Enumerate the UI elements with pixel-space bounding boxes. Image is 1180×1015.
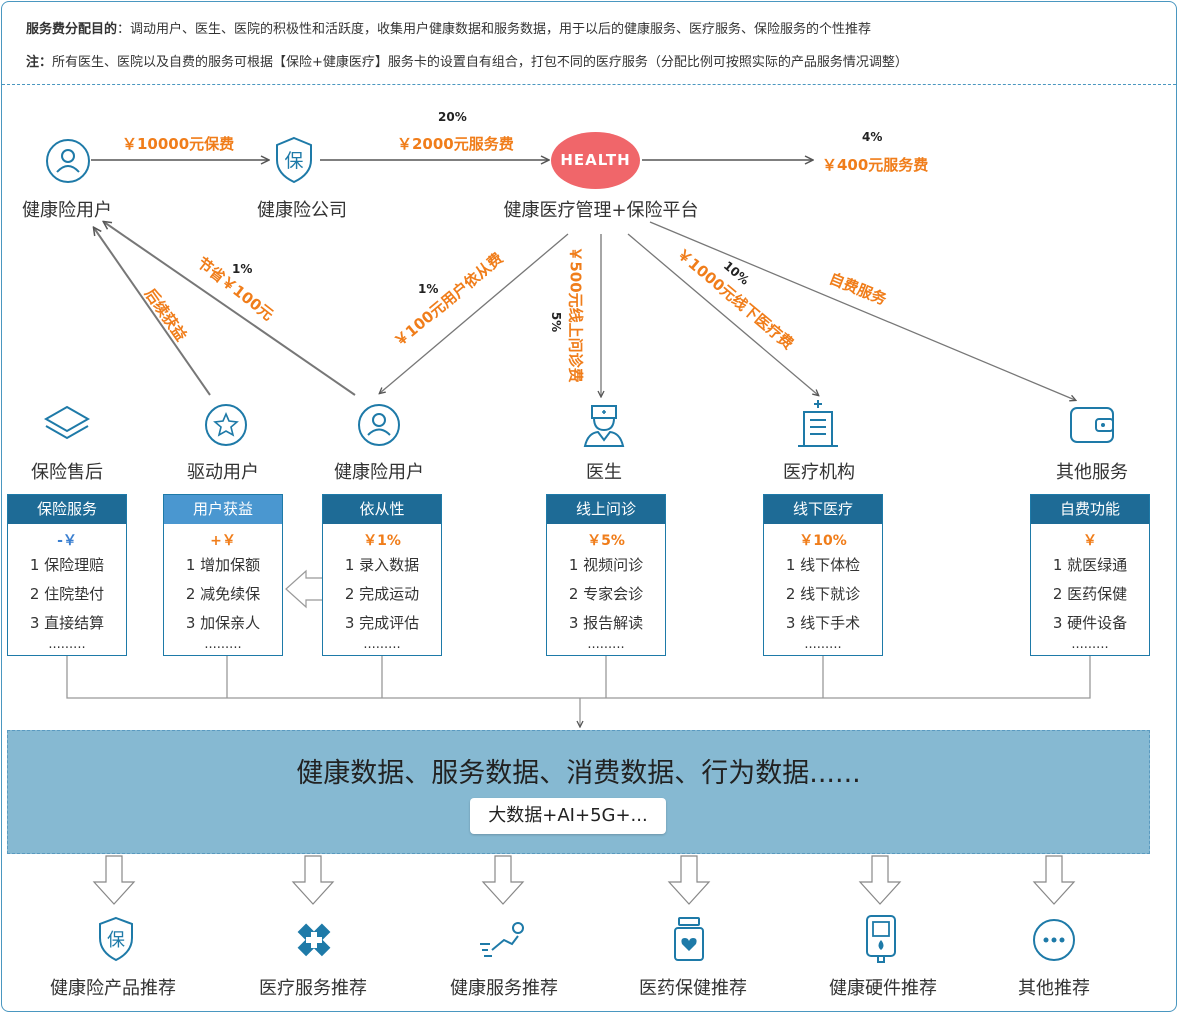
node-label-driven-user: 驱动用户 [187,462,259,483]
runner-icon [480,922,524,957]
rec-medical-service: 医疗服务推荐 [259,978,367,999]
fee-400-pct: 4% [862,130,883,144]
health-badge: HEALTH [551,132,640,189]
save-pct: 1% [232,262,253,276]
card-ellipsis: ......... [1071,637,1109,652]
node-label-doctor: 医生 [586,462,622,483]
card-title: 线上问诊 [547,495,665,524]
card-item: 3 加保亲人 [185,614,261,632]
card-title: 自费功能 [1031,495,1149,524]
card-sub: ￥5% [587,533,625,549]
rec-health-hardware: 健康硬件推荐 [829,978,937,999]
medical-cross-icon [297,923,331,957]
card-item: 2 专家会诊 [568,585,644,603]
card-item: 1 就医绿通 [1052,556,1128,574]
compliance-pct: 1% [418,282,439,296]
card-ellipsis: ......... [804,637,842,652]
online-fee-label: ￥500元线上问诊费 [566,246,585,383]
wallet-icon [1070,407,1114,443]
rec-medicine-health: 医药保健推荐 [639,978,747,999]
node-label-insured-user: 健康险用户 [334,462,424,483]
card-ellipsis: ......... [363,637,401,652]
card-item: 2 线下就诊 [785,585,861,603]
layers-icon [43,405,91,440]
card-item: 3 线下手术 [785,614,861,632]
online-pct: 5% [549,311,564,333]
card-item: 1 线下体检 [785,556,861,574]
card-item: 2 减免续保 [185,585,261,603]
card-title: 保险服务 [8,495,126,524]
card-insurance-service: 保险服务 -￥ 1 保险理赔 2 住院垫付 3 直接结算 ......... [7,494,127,656]
insurer-label: 健康险公司 [257,200,347,221]
insurance-shield-icon: 保 [276,136,312,184]
card-item: 2 住院垫付 [29,585,105,603]
svg-text:保: 保 [107,930,125,951]
purpose-note: 服务费分配目的：调动用户、医生、医院的积极性和活跃度，收集用户健康数据和服务数据… [26,22,872,37]
card-item: 2 完成运动 [344,585,420,603]
card-title: 依从性 [323,495,441,524]
card-compliance: 依从性 ￥1% 1 录入数据 2 完成运动 3 完成评估 ......... [322,494,442,656]
glucose-meter-icon [866,915,896,963]
separator [2,84,1176,85]
card-item: 1 增加保额 [185,556,261,574]
insurance-shield-icon: 保 [99,916,133,962]
svg-text:保: 保 [284,150,303,172]
card-item: 3 报告解读 [568,614,644,632]
card-item: 3 完成评估 [344,614,420,632]
rec-insurance-product: 健康险产品推荐 [50,978,176,999]
card-ellipsis: ......... [48,637,86,652]
service-fee-pct: 20% [438,110,467,124]
card-offline-medical: 线下医疗 ￥10% 1 线下体检 2 线下就诊 3 线下手术 ......... [763,494,883,656]
card-ellipsis: ......... [587,637,625,652]
node-label-institution: 医疗机构 [783,462,855,483]
fee-400-label: ￥400元服务费 [822,156,929,174]
card-item: 1 录入数据 [344,556,420,574]
rec-health-service: 健康服务推荐 [450,978,558,999]
card-sub: ￥10% [799,533,847,549]
card-sub: +￥ [210,533,236,549]
premium-label: ￥10000元保费 [122,135,235,153]
card-ellipsis: ......... [204,637,242,652]
card-online-consult: 线上问诊 ￥5% 1 视频问诊 2 专家会诊 3 报告解读 ......... [546,494,666,656]
card-item: 3 硬件设备 [1052,614,1128,632]
data-zone-title: 健康数据、服务数据、消费数据、行为数据...... [296,758,861,789]
node-label-aftersales: 保险售后 [31,462,103,483]
card-sub: ￥ [1083,533,1097,549]
card-title: 线下医疗 [764,495,882,524]
card-sub: ￥1% [363,533,401,549]
user-icon [46,139,90,183]
rec-other: 其他推荐 [1018,978,1090,999]
card-item: 1 保险理赔 [29,556,105,574]
card-selfpay: 自费功能 ￥ 1 就医绿通 2 医药保健 3 硬件设备 ......... [1030,494,1150,656]
card-item: 2 医药保健 [1052,585,1128,603]
card-item: 1 视频问诊 [568,556,644,574]
footnote: 注：所有医生、医院以及自费的服务可根据【保险+健康医疗】服务卡的设置自有组合，打… [26,55,908,70]
card-title: 用户获益 [164,495,282,524]
medicine-jar-icon [674,917,704,961]
hospital-icon [798,400,838,447]
insured-user-label: 健康险用户 [22,200,112,221]
platform-label: 健康医疗管理+保险平台 [503,200,699,221]
tech-badge: 大数据+AI+5G+... [470,798,666,834]
card-sub: -￥ [57,533,77,549]
card-item: 3 直接结算 [29,614,105,632]
card-user-benefit: 用户获益 +￥ 1 增加保额 2 减免续保 3 加保亲人 ......... [163,494,283,656]
service-fee-label: ￥2000元服务费 [397,135,514,153]
data-zone: 健康数据、服务数据、消费数据、行为数据...... 大数据+AI+5G+... [7,730,1150,854]
star-icon [205,404,247,446]
user-icon [358,404,400,446]
doctor-icon [583,405,625,447]
more-icon [1033,919,1075,961]
node-label-other: 其他服务 [1056,462,1128,483]
